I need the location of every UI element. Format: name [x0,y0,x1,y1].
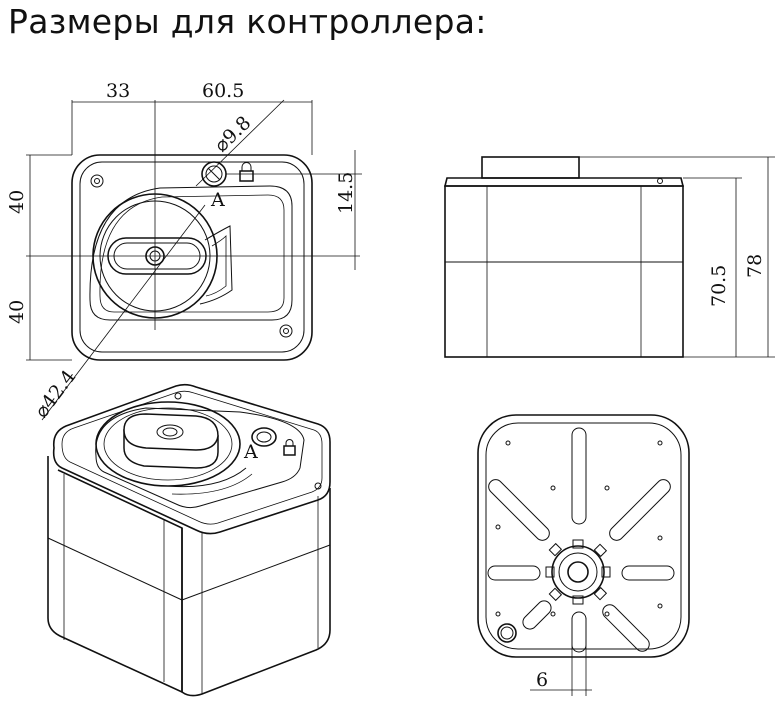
front-recess-panel [89,185,293,321]
mount-holes [495,440,663,617]
front-inner-rim [79,161,305,353]
side-lid [443,177,685,187]
side-knob-top [481,156,580,179]
radial-slots [487,427,675,653]
screw-hole-bottom-right [279,324,293,338]
front-marker-label: A [210,189,225,211]
side-body [444,185,684,358]
slot-top-right [609,479,671,541]
bottom-dimensions: 6 [530,618,592,696]
side-dimensions: 70.5 78 [579,156,775,358]
dim-offset: 14.5 [335,172,357,214]
dim-width-left: 33 [106,80,130,102]
front-outer-body [71,154,313,361]
iso-marker-label: A [243,441,258,463]
dim-knob-diameter: ⌀42.4 [30,366,80,422]
slot-bottom [571,611,587,653]
dim-width-right: 60.5 [202,80,244,102]
slot-right [621,565,675,581]
gear-icon [545,539,611,605]
screw-hole-top-left [90,174,104,188]
bottom-outer [477,414,690,658]
iso-recess [95,407,305,509]
dim-height-top: 40 [6,190,28,214]
slot-left [487,565,541,581]
bottom-view [477,414,690,658]
lock-icon [239,162,254,182]
page-title: Размеры для контроллера: [8,2,487,41]
dim-side-height: 70.5 [708,265,730,307]
iso-lock-icon [283,439,296,456]
scale-arc [199,225,233,305]
slot-bottom-right [602,604,650,652]
iso-top-face [52,383,331,535]
dim-total-height: 78 [744,254,766,278]
slot-bottom-left [522,600,552,630]
slot-top [571,427,587,525]
iso-lock-circle [251,427,277,447]
isometric-view: A [47,383,331,697]
iso-left-face [47,456,183,694]
dim-slot-width: 6 [536,669,548,691]
slot-top-left [488,479,550,541]
iso-right-face [181,488,331,697]
front-view: A [71,154,313,361]
bottom-corner-hole [497,623,517,643]
side-view [443,156,685,358]
dim-height-bottom: 40 [6,300,28,324]
